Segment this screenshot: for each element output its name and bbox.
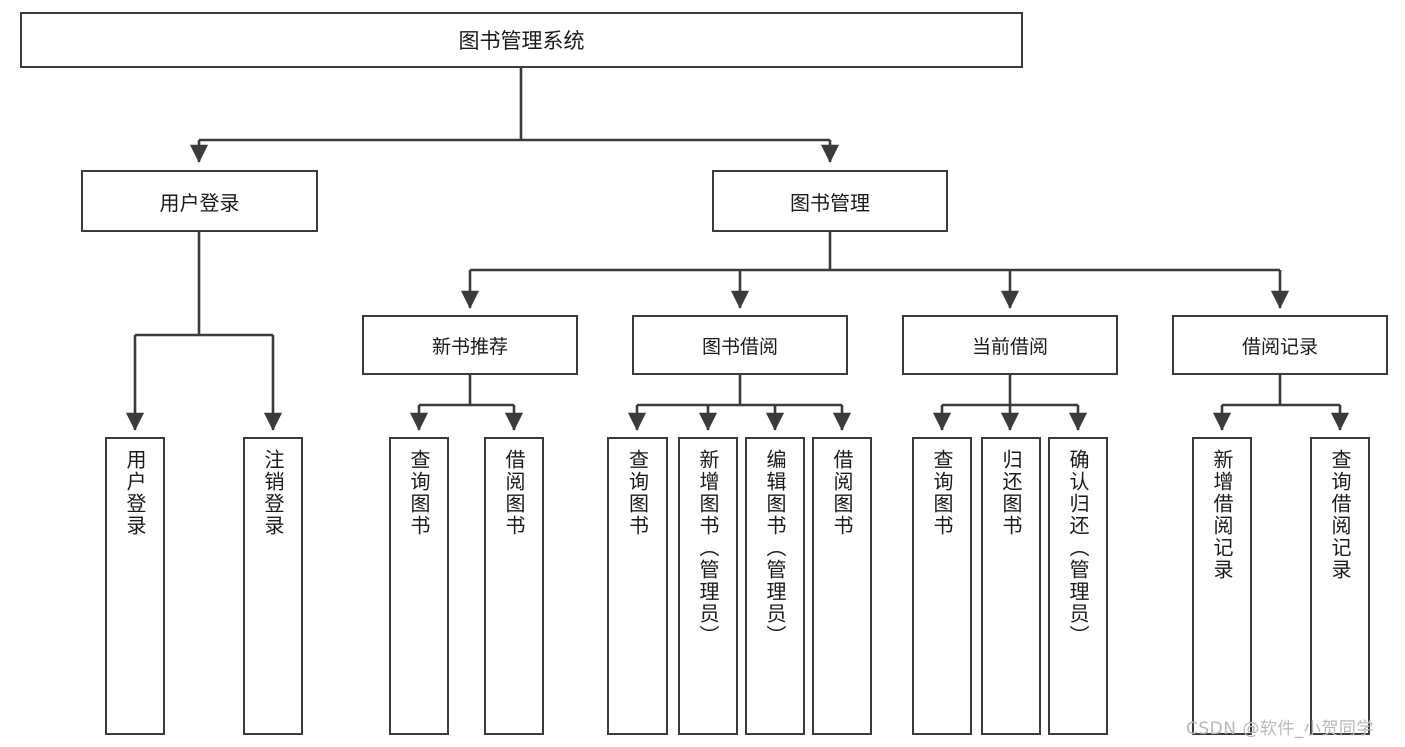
node-leaf-borrow-book-2[interactable]: 借阅图书 [812, 437, 872, 735]
node-book-borrow[interactable]: 图书借阅 [632, 315, 848, 375]
node-leaf-query-record[interactable]: 查询借阅记录 [1310, 437, 1370, 735]
node-leaf-query-book-1[interactable]: 查询图书 [389, 437, 449, 735]
node-current-borrow-label: 当前借阅 [971, 335, 1048, 358]
node-leaf-edit-book[interactable]: 编辑图书（管理员） [745, 437, 805, 735]
node-user-login[interactable]: 用户登录 [81, 170, 318, 232]
node-leaf-confirm-return-label: 确认归还（管理员） [1066, 449, 1090, 647]
node-current-borrow[interactable]: 当前借阅 [902, 315, 1118, 375]
node-leaf-user-login-label: 用户登录 [123, 449, 147, 537]
node-leaf-query-book-2-label: 查询图书 [625, 449, 650, 537]
node-leaf-query-book-3-label: 查询图书 [930, 449, 954, 537]
node-user-login-label: 用户登录 [159, 190, 240, 215]
node-new-book-recommend-label: 新书推荐 [431, 335, 508, 358]
node-leaf-return-book[interactable]: 归还图书 [981, 437, 1041, 735]
node-leaf-edit-book-label: 编辑图书（管理员） [763, 449, 787, 647]
node-root-label: 图书管理系统 [458, 29, 585, 53]
csdn-watermark: CSDN @软件_小贺同学 [1186, 719, 1374, 739]
node-book-management[interactable]: 图书管理 [712, 170, 948, 232]
node-leaf-confirm-return[interactable]: 确认归还（管理员） [1048, 437, 1108, 735]
node-leaf-query-book-1-label: 查询图书 [407, 449, 431, 537]
node-book-management-label: 图书管理 [790, 190, 870, 215]
node-leaf-logout-login[interactable]: 注销登录 [243, 437, 303, 735]
node-leaf-add-record[interactable]: 新增借阅记录 [1192, 437, 1252, 735]
node-leaf-add-book[interactable]: 新增图书（管理员） [678, 437, 738, 735]
node-leaf-user-login[interactable]: 用户登录 [105, 437, 165, 735]
node-borrow-record-label: 借阅记录 [1241, 335, 1318, 358]
node-root[interactable]: 图书管理系统 [20, 12, 1023, 68]
node-leaf-borrow-book-1[interactable]: 借阅图书 [484, 437, 544, 735]
node-leaf-query-book-3[interactable]: 查询图书 [912, 437, 972, 735]
node-leaf-borrow-book-2-label: 借阅图书 [830, 449, 854, 537]
node-leaf-add-book-label: 新增图书（管理员） [696, 449, 720, 647]
node-leaf-logout-login-label: 注销登录 [261, 449, 285, 537]
node-leaf-query-record-label: 查询借阅记录 [1328, 449, 1352, 581]
node-leaf-query-book-2[interactable]: 查询图书 [607, 437, 668, 735]
node-leaf-borrow-book-1-label: 借阅图书 [502, 449, 526, 537]
node-leaf-return-book-label: 归还图书 [999, 449, 1023, 537]
node-borrow-record[interactable]: 借阅记录 [1172, 315, 1388, 375]
node-new-book-recommend[interactable]: 新书推荐 [362, 315, 578, 375]
node-leaf-add-record-label: 新增借阅记录 [1210, 449, 1234, 581]
node-book-borrow-label: 图书借阅 [701, 335, 778, 358]
